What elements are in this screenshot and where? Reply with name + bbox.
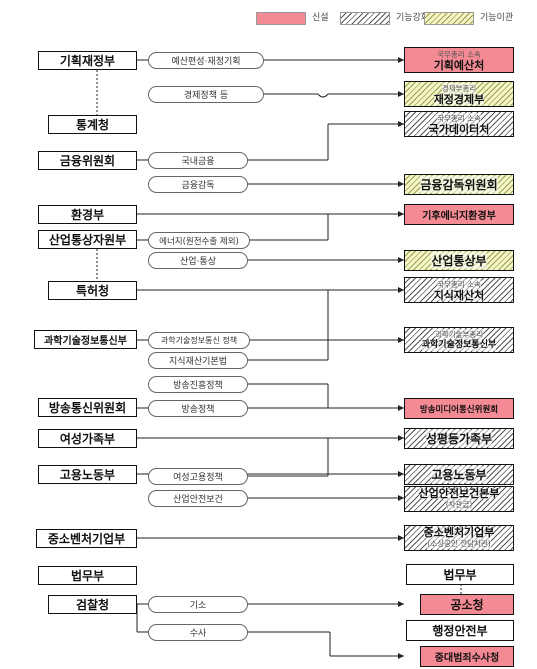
org-mofe-main: 재정경제부 [433,93,485,106]
org-bmcc: 방송미디어통신위원회 [404,398,514,419]
legend-label-mov: 기능이관 [480,13,514,23]
org-serious-crime: 중대범죄수사청 [420,646,514,667]
org-fsc: 금융위원회 [38,151,137,170]
org-data-office: 국무총리 소속 국가데이터처 [404,111,514,137]
org-mofe-sub: 경제부총리 [441,83,477,94]
org-fsc-new-label: 금융감독위원회 [420,176,498,193]
org-env: 환경부 [38,205,137,224]
org-moel: 고용노동부 [38,465,137,484]
org-climate-env-label: 기후에너지환경부 [422,211,496,222]
org-climate-env: 기후에너지환경부 [404,204,514,225]
org-mot-label: 산업통상부 [431,252,487,269]
org-moj-new: 법무부 [406,564,514,585]
org-kcc: 방송통신위원회 [38,398,137,417]
org-indictment-office-label: 공소청 [450,598,484,612]
org-statistics: 통계청 [48,115,137,134]
func-ip-law: 지식재산기본법 [148,352,248,369]
org-ip-office: 국무총리 소속 지식재산처 [404,277,514,303]
org-moj: 법무부 [38,566,137,585]
func-ict-policy: 과학기술정보통신 정책 [148,332,250,349]
org-safety-hq-main: 산업안전보건본부 [418,487,500,500]
org-fsc-new: 금융감독위원회 [404,174,514,195]
org-data-office-main: 국가데이터처 [428,123,490,136]
org-safety-hq: 산업안전보건본부 (차관급) [404,486,514,512]
org-indictment-office: 공소청 [420,594,514,615]
legend-swatch-mov [424,12,474,25]
org-budget-office-sub: 국무총리 소속 [437,50,481,59]
org-ip-office-main: 지식재산처 [433,289,485,302]
org-budget-office-main: 기획예산처 [433,59,485,72]
func-budget: 예산편성·재정기획 [148,52,264,69]
func-broadcast-policy: 방송정책 [148,400,248,417]
legend-label-new: 신설 [312,13,329,23]
legend-swatch-new [256,12,306,25]
org-safety-hq-sub: (차관급) [445,499,473,510]
org-ip-office-sub: 국무총리 소속 [437,279,481,290]
func-industry-trade: 산업·통상 [148,252,248,269]
org-mosf: 기획재정부 [38,51,137,70]
org-msit: 과학기술정보통신부 [34,330,137,349]
org-motie: 산업통상자원부 [38,230,137,249]
org-budget-office: 국무총리 소속 기획예산처 [404,47,514,73]
legend-swatch-enh [340,12,390,25]
org-mss: 중소벤처기업부 [36,529,137,548]
org-mofe: 경제부총리 재정경제부 [404,81,514,107]
org-moel-new: 고용노동부 [404,464,514,485]
org-serious-crime-label: 중대범죄수사청 [434,653,500,664]
org-msit-new-main: 과학기술정보통신부 [421,340,497,351]
func-domestic-finance: 국내금융 [148,152,248,169]
func-energy: 에너지(원전수출 제외) [148,232,250,249]
func-supervision: 금융감독 [148,176,248,193]
func-investigation: 수사 [148,624,248,641]
org-data-office-sub: 국무총리 소속 [437,113,481,124]
legend-label-enh: 기능강화 [396,13,430,23]
org-mogef: 여성가족부 [38,429,137,448]
org-mois-label: 행정안전부 [432,624,488,638]
org-mois: 행정안전부 [406,620,514,641]
func-safety: 산업안전보건 [148,490,248,507]
org-msit-new-sub: 과학기술부총리 [434,329,484,340]
org-mss-new-sub: (소상공인 전담차관) [427,538,491,549]
org-mss-new: 중소벤처기업부 (소상공인 전담차관) [404,525,514,551]
func-indictment: 기소 [148,596,248,613]
org-moel-new-label: 고용노동부 [431,466,487,483]
func-women-employment: 여성고용정책 [148,468,248,485]
org-gender-equality: 성평등가족부 [404,428,514,449]
org-gender-equality-label: 성평등가족부 [425,430,493,447]
org-kipo: 특허청 [48,281,137,300]
org-bmcc-label: 방송미디어통신위원회 [419,404,499,415]
org-mot: 산업통상부 [404,250,514,271]
func-economic-policy: 경제정책 등 [148,86,264,103]
org-msit-new: 과학기술부총리 과학기술정보통신부 [404,327,514,353]
org-moj-new-label: 법무부 [443,568,477,582]
func-broadcast-promo: 방송진흥정책 [148,376,248,393]
org-mss-new-main: 중소벤처기업부 [423,526,495,539]
org-prosecution: 검찰청 [48,595,137,614]
